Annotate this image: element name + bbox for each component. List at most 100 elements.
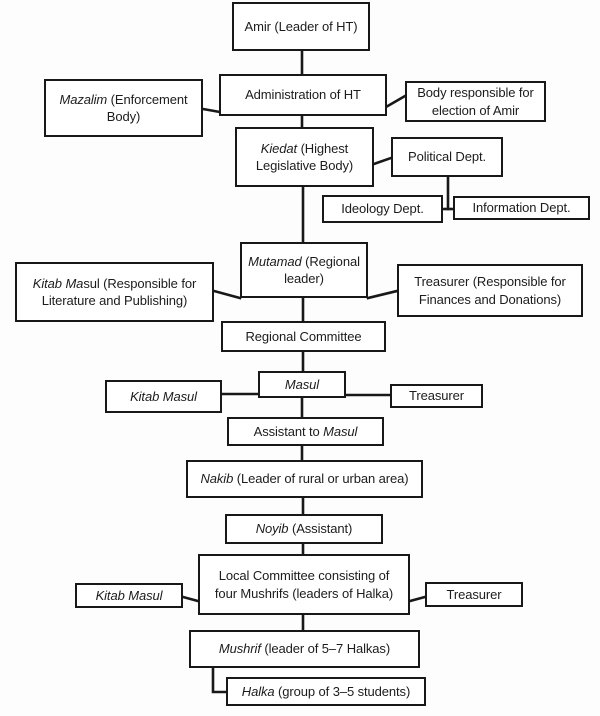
- label-text: Body responsible for: [417, 85, 534, 101]
- node-masul: Masul: [258, 371, 346, 398]
- node-mushrif-label: Mushrif (leader of 5–7 Halkas): [219, 640, 390, 657]
- node-kiedat-label: Legislative Body): [256, 157, 353, 174]
- node-nakib-label: Nakib (Leader of rural or urban area): [200, 470, 408, 487]
- label-text: Kitab Masul: [95, 587, 163, 603]
- node-masul-label: Masul: [285, 376, 319, 393]
- label-text: Noyib: [255, 521, 289, 537]
- label-text: election of Amir: [431, 102, 520, 118]
- node-nakib: Nakib (Leader of rural or urban area): [186, 460, 423, 498]
- label-text: Masul: [284, 376, 320, 392]
- label-text: Kitab Masul: [130, 388, 197, 404]
- node-noyib-label: Noyib (Assistant): [256, 520, 353, 537]
- node-mazalim-label: Mazalim (Enforcement: [59, 91, 187, 108]
- node-ideology-dept-label: Ideology Dept.: [341, 200, 424, 217]
- connector-mazalim-to-administration: [201, 107, 222, 114]
- node-mazalim-label: Body): [106, 108, 141, 125]
- label-text: Ideology Dept.: [341, 201, 424, 217]
- label-text: (leader of 5–7 Halkas): [260, 641, 391, 657]
- node-kitab-masul-regional: Kitab Masul: [105, 380, 222, 413]
- node-ideology-dept: Ideology Dept.: [322, 195, 443, 223]
- label-text: Amir (Leader of HT): [244, 18, 358, 34]
- node-treasurer-local-label: Treasurer: [447, 586, 502, 603]
- connector-administration-to-election-body: [384, 94, 407, 109]
- connector-kitab-masul-publishing-to-mutamad: [212, 289, 242, 300]
- label-text: Mutamad: [248, 253, 302, 269]
- node-halka-label: Halka (group of 3–5 students): [242, 683, 410, 700]
- label-text: Legislative Body): [255, 158, 354, 173]
- node-assistant-masul: Assistant to Masul: [227, 417, 384, 446]
- node-mushrif: Mushrif (leader of 5–7 Halkas): [189, 630, 420, 668]
- node-mutamad-label: leader): [284, 270, 324, 287]
- node-political-dept-label: Political Dept.: [408, 148, 486, 165]
- node-amir: Amir (Leader of HT): [232, 2, 370, 51]
- node-kitab-masul-local-label: Kitab Masul: [96, 587, 163, 604]
- label-text: Mazalim: [59, 91, 108, 107]
- node-information-dept: Information Dept.: [453, 196, 590, 220]
- label-text: four Mushrifs (leaders of Halka): [214, 585, 394, 601]
- connector-mutamad-to-treasurer-finances: [366, 289, 399, 300]
- node-treasurer-finances-label: Finances and Donations): [419, 291, 561, 308]
- label-text: (Assistant): [288, 521, 353, 537]
- node-amir-label: Amir (Leader of HT): [245, 18, 358, 35]
- label-text: sul (Responsible for: [83, 275, 197, 291]
- connector-kiedat-to-political-dept: [372, 156, 393, 166]
- node-local-committee-label: four Mushrifs (leaders of Halka): [215, 585, 393, 602]
- node-political-dept: Political Dept.: [391, 137, 503, 177]
- node-treasurer-local: Treasurer: [425, 582, 523, 607]
- label-text: Kiedat: [260, 140, 298, 156]
- node-treasurer-finances-label: Treasurer (Responsible for: [414, 273, 566, 290]
- node-kitab-masul-publishing-label: Literature and Publishing): [42, 292, 188, 309]
- node-regional-committee-label: Regional Committee: [246, 328, 362, 345]
- label-text: Administration of HT: [245, 87, 361, 103]
- label-text: Nakib: [200, 471, 234, 487]
- node-kitab-masul-local: Kitab Masul: [75, 583, 183, 608]
- node-mutamad-label: Mutamad (Regional: [248, 253, 360, 270]
- node-assistant-masul-label: Assistant to Masul: [254, 423, 358, 440]
- node-kiedat-label: Kiedat (Highest: [261, 140, 348, 157]
- label-text: Treasurer: [446, 586, 502, 602]
- label-text: (Leader of rural or urban area): [233, 471, 409, 487]
- label-text: (group of 3–5 students): [274, 683, 411, 699]
- node-administration: Administration of HT: [219, 74, 387, 116]
- label-text: Treasurer: [409, 388, 464, 404]
- label-text: Literature and Publishing): [41, 293, 188, 308]
- node-information-dept-label: Information Dept.: [472, 199, 570, 216]
- node-administration-label: Administration of HT: [245, 86, 361, 103]
- label-text: (Highest: [297, 140, 349, 156]
- node-treasurer-regional: Treasurer: [390, 384, 483, 408]
- node-halka: Halka (group of 3–5 students): [226, 677, 426, 706]
- connector-local-committee-to-treasurer-local: [408, 595, 427, 603]
- node-election-body-label: Body responsible for: [417, 84, 534, 101]
- label-text: Halka: [241, 683, 275, 699]
- node-local-committee-label: Local Committee consisting of: [219, 567, 390, 584]
- label-text: Political Dept.: [408, 149, 486, 165]
- connector-kitab-masul-local-to-local-committee: [181, 595, 200, 603]
- label-text: Body): [106, 109, 141, 124]
- label-text: Information Dept.: [472, 200, 571, 216]
- label-text: (Enforcement: [107, 91, 188, 107]
- label-text: (Regional: [301, 253, 360, 269]
- label-text: Assistant to: [253, 423, 324, 439]
- node-kitab-masul-publishing-label: Kitab Masul (Responsible for: [33, 275, 197, 292]
- label-text: Treasurer (Responsible for: [414, 274, 566, 290]
- label-text: leader): [284, 271, 324, 286]
- label-text: Mushrif: [218, 641, 261, 657]
- node-treasurer-regional-label: Treasurer: [409, 387, 464, 404]
- label-text: Local Committee consisting of: [218, 568, 390, 584]
- label-text: Finances and Donations): [418, 291, 562, 307]
- label-text: Masul: [323, 423, 358, 439]
- node-kitab-masul-regional-label: Kitab Masul: [130, 388, 197, 405]
- node-election-body-label: election of Amir: [432, 102, 519, 119]
- node-noyib: Noyib (Assistant): [225, 514, 383, 544]
- label-text: Regional Committee: [245, 328, 362, 344]
- node-regional-committee: Regional Committee: [221, 321, 386, 352]
